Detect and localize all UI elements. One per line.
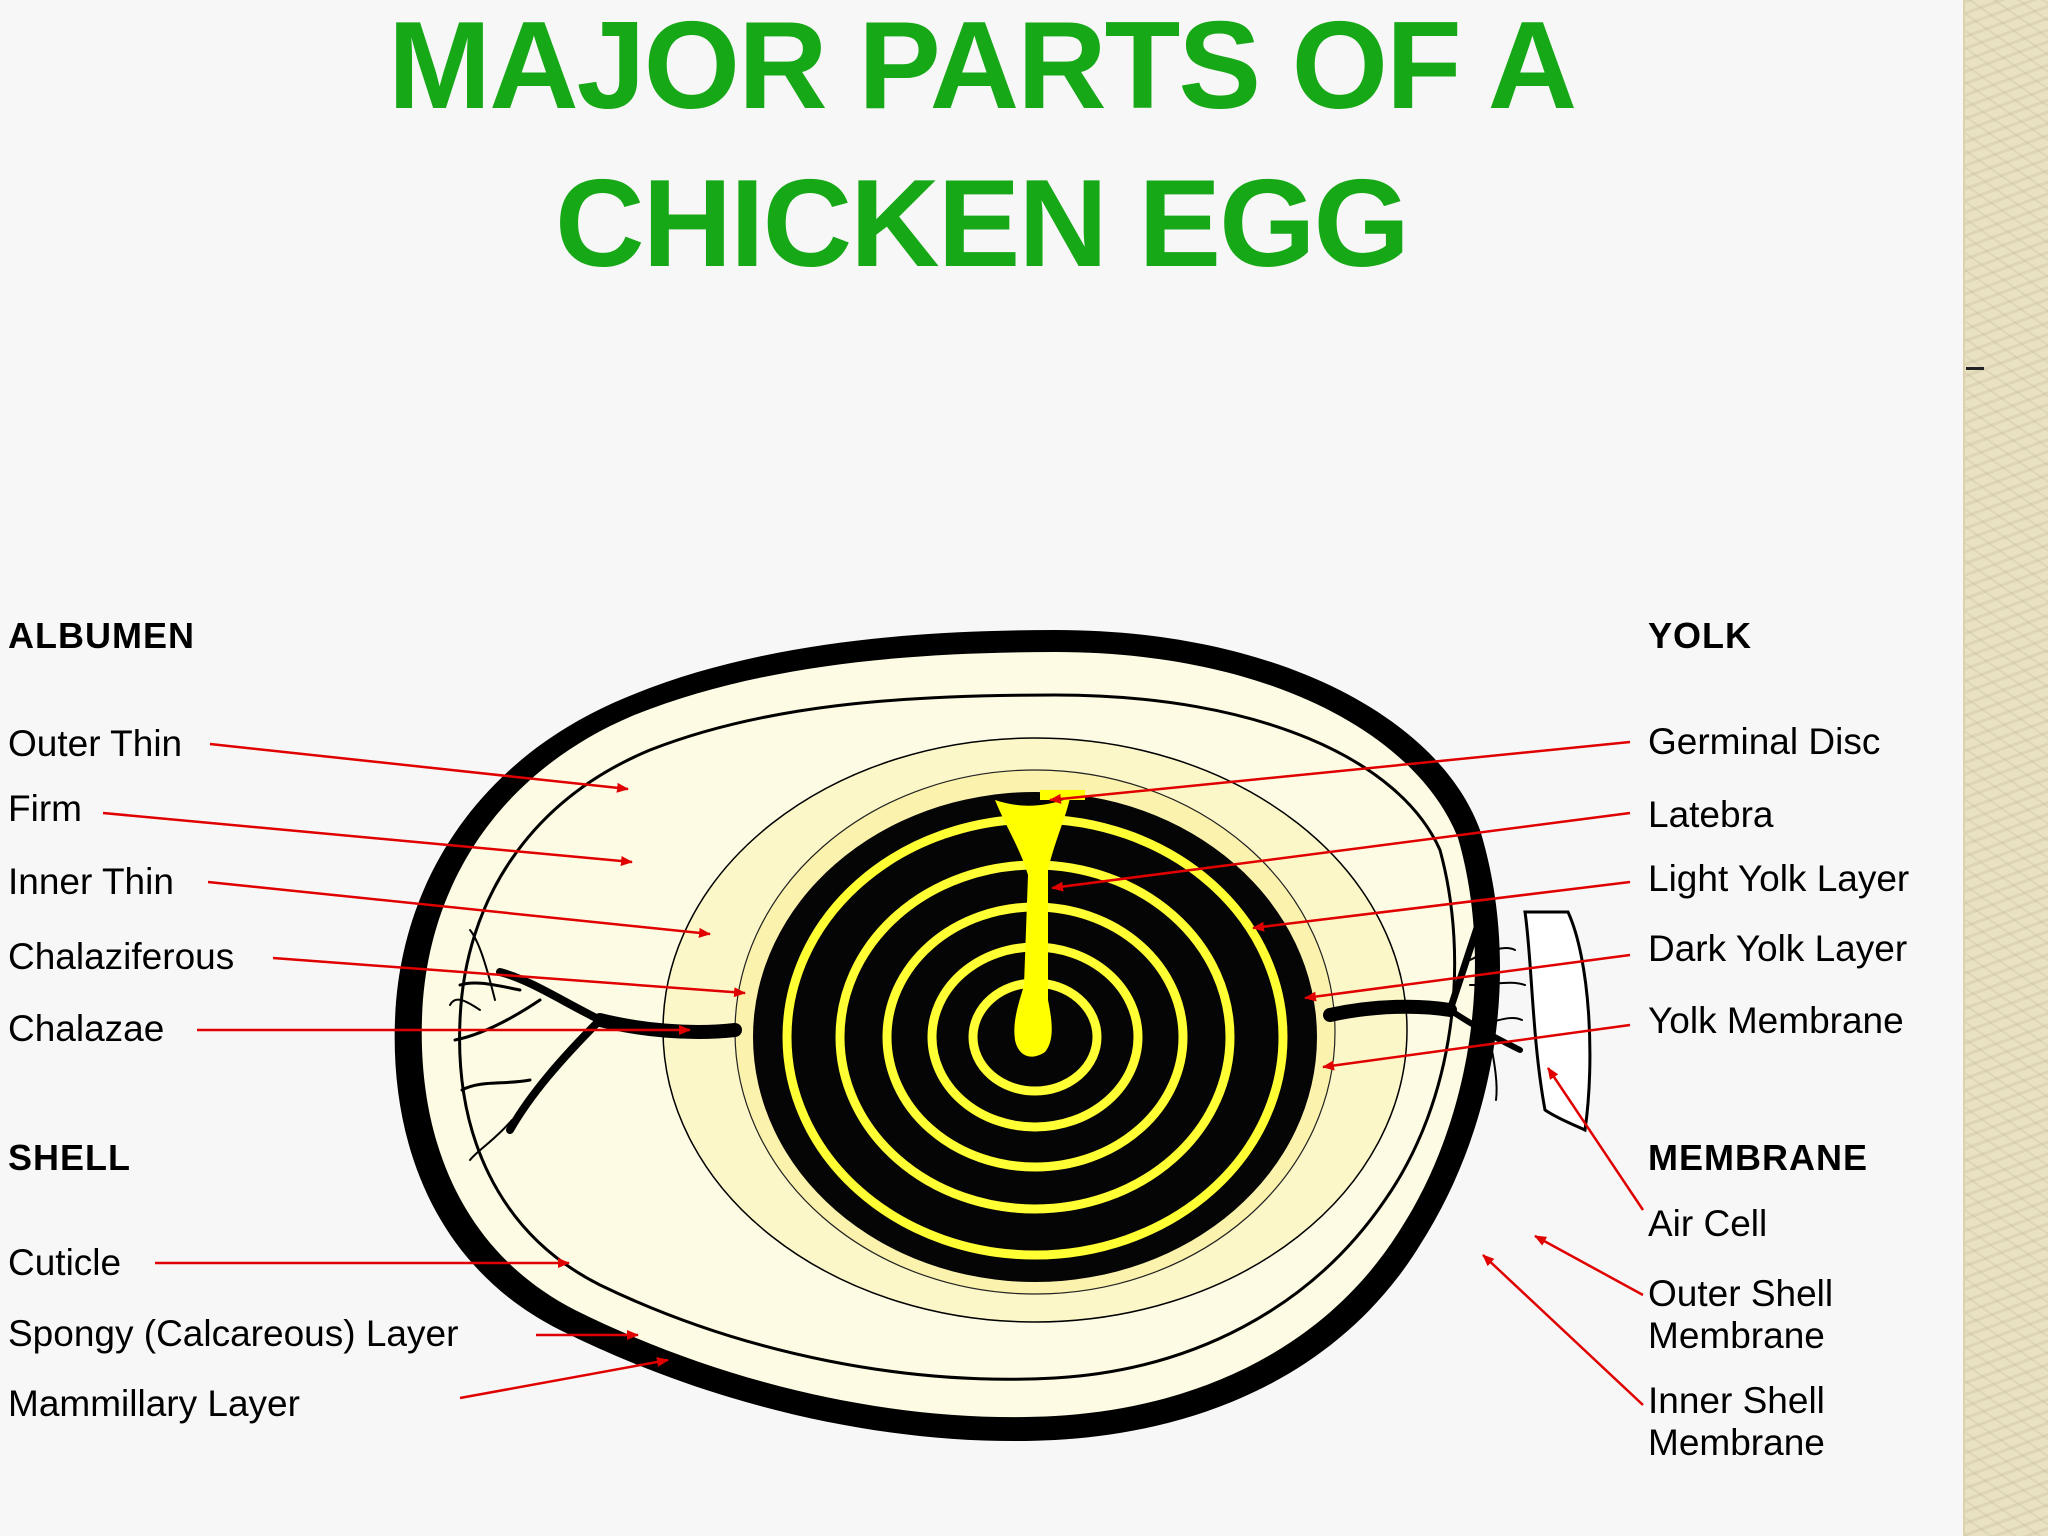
- label-germinal-disc: Germinal Disc: [1648, 721, 1881, 762]
- label-inner-thin: Inner Thin: [8, 861, 174, 902]
- pointer-germinal-disc: [1049, 740, 1631, 804]
- latebra: [995, 798, 1070, 1057]
- pointer-latebra: [1051, 811, 1631, 892]
- yolk-heading: YOLK: [1648, 615, 1753, 656]
- label-spongy-layer: Spongy (Calcareous) Layer: [8, 1313, 459, 1354]
- shell-heading: SHELL: [8, 1137, 132, 1178]
- albumen-heading: ALBUMEN: [8, 615, 195, 656]
- label-yolk-membrane: Yolk Membrane: [1648, 1000, 1904, 1041]
- title-line-2: CHICKEN EGG: [555, 155, 1410, 293]
- edge-mark: [1966, 367, 1984, 370]
- label-light-yolk-layer: Light Yolk Layer: [1648, 858, 1910, 899]
- label-chalazae: Chalazae: [8, 1008, 165, 1049]
- pointer-lines: [102, 740, 1645, 1406]
- pointer-inner-thin: [207, 880, 711, 938]
- title-line-1: MAJOR PARTS OF A: [387, 0, 1577, 135]
- label-chalaziferous: Chalaziferous: [8, 936, 235, 977]
- pointer-firm: [102, 811, 633, 866]
- label-mammillary-layer: Mammillary Layer: [8, 1383, 300, 1424]
- pointer-yolk-membrane: [1322, 1023, 1631, 1071]
- egg-diagram: [102, 630, 1645, 1442]
- pointer-light-yolk: [1252, 880, 1631, 932]
- membrane-heading: MEMBRANE: [1648, 1137, 1868, 1178]
- air-cell: [1523, 910, 1592, 1133]
- pointer-dark-yolk: [1304, 953, 1631, 1002]
- germinal-disc: [1040, 790, 1085, 800]
- pointer-chalaziferous: [272, 956, 746, 998]
- label-outer-shell-membrane: Membrane: [1648, 1315, 1825, 1356]
- chalazae-right: [1323, 921, 1526, 1101]
- label-firm: Firm: [8, 788, 82, 829]
- label-air-cell: Air Cell: [1648, 1203, 1768, 1244]
- label-outer-thin: Outer Thin: [8, 723, 183, 764]
- pointer-mammillary: [459, 1357, 669, 1400]
- pointer-outer-thin: [209, 742, 629, 793]
- label-cuticle: Cuticle: [8, 1242, 122, 1283]
- label-inner-shell: Inner Shell: [1648, 1380, 1825, 1421]
- label-dark-yolk-layer: Dark Yolk Layer: [1648, 928, 1908, 969]
- pointer-air-cell: [1546, 1067, 1645, 1211]
- pointer-outer-shell: [1534, 1234, 1644, 1297]
- pointer-inner-shell: [1482, 1254, 1644, 1406]
- parchment-border: [1963, 0, 2048, 1536]
- label-outer-shell: Outer Shell: [1648, 1273, 1834, 1314]
- label-inner-shell-membrane: Membrane: [1648, 1422, 1825, 1463]
- label-latebra: Latebra: [1648, 794, 1774, 835]
